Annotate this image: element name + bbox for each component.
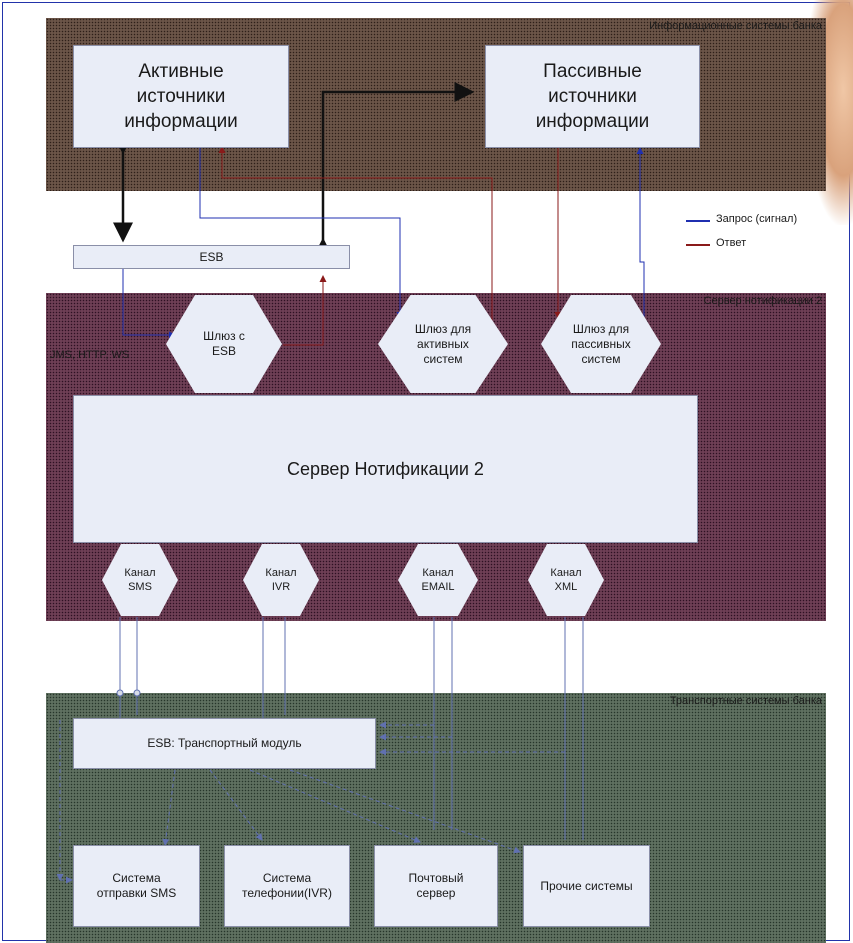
legend-response-swatch — [686, 244, 710, 246]
legend-request-label: Запрос (сигнал) — [716, 213, 798, 225]
active-sources-box: Активные источники информации — [73, 45, 289, 148]
notification-server-box: Сервер Нотификации 2 — [73, 395, 698, 543]
channel-email-hex: Канал EMAIL — [398, 544, 478, 616]
passive-gateway-hex: Шлюз для пассивных систем — [541, 295, 661, 393]
protocol-label: JMS, HTTP, WS — [50, 349, 130, 361]
esb-gateway-hex: Шлюз с ESB — [166, 295, 282, 393]
mail-server-box: Почтовый сервер — [374, 845, 498, 927]
sms-system-box: Система отправки SMS — [73, 845, 200, 927]
other-systems-box: Прочие системы — [523, 845, 650, 927]
ivr-system-box: Система телефонии(IVR) — [224, 845, 350, 927]
legend-request-swatch — [686, 220, 710, 222]
region-label-notification-server: Сервер нотификации 2 — [703, 295, 822, 307]
esb-box: ESB — [73, 245, 350, 269]
region-label-transport-systems: Транспортные системы банка — [669, 695, 822, 707]
passive-sources-box: Пассивные источники информации — [485, 45, 700, 148]
region-label-bank-info-systems: Информационные системы банка — [649, 20, 822, 32]
channel-xml-hex: Канал XML — [528, 544, 604, 616]
arrow-esb-passive — [313, 82, 475, 258]
legend-response-label: Ответ — [716, 237, 747, 249]
esb-transport-box: ESB: Транспортный модуль — [73, 718, 376, 769]
